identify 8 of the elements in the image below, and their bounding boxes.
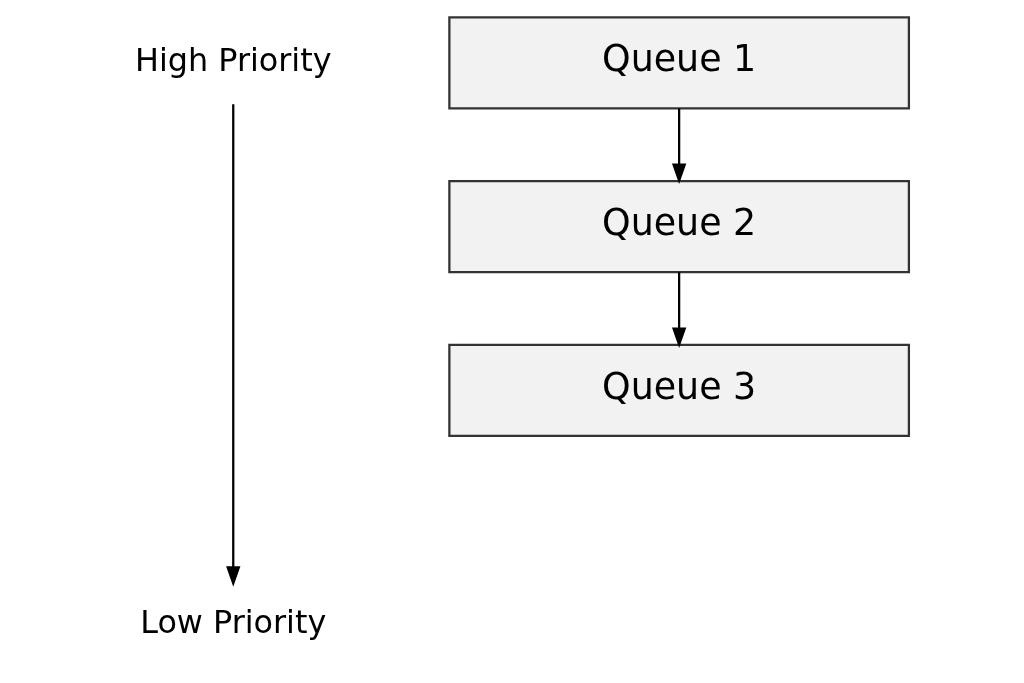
arrow — [225, 104, 240, 587]
arrow — [671, 108, 686, 185]
node-box: Queue 1 — [447, 16, 910, 110]
node-box: Queue 2 — [447, 180, 910, 274]
arrow — [671, 272, 686, 348]
node-text: Low Priority — [139, 603, 326, 642]
node-box: Queue 3 — [447, 343, 910, 438]
node-text: High Priority — [134, 41, 332, 80]
